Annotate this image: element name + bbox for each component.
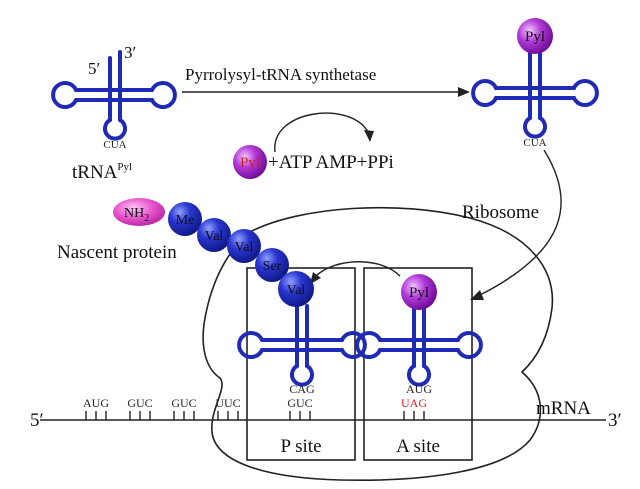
pyl-charged-label: Pyl <box>525 29 545 45</box>
trna-pyl-label: tRNAPyl <box>72 161 132 183</box>
reaction-curve-arrowhead <box>364 130 374 142</box>
peptide-val1-label: Val <box>205 229 224 244</box>
mrna-codon-2: GUC <box>127 396 152 410</box>
peptide-met-label: Me <box>176 213 195 228</box>
reaction-curve-arrow <box>274 112 369 153</box>
translocation-arrow <box>315 261 401 277</box>
mrna-5prime-label: 5′ <box>30 410 44 431</box>
p-site-label: P site <box>281 436 322 457</box>
mrna-codon-3: GUC <box>171 396 196 410</box>
trna-pyl-charged <box>471 50 599 139</box>
peptide-nh2-label: NH2 <box>124 206 149 224</box>
ribosome-label: Ribosome <box>462 202 539 223</box>
synthetase-label: Pyrrolysyl-tRNA synthetase <box>185 65 376 84</box>
mrna-label: mRNA <box>536 398 591 419</box>
a-site-pyl-bead <box>401 274 437 310</box>
p-site-anticodon: CAG <box>289 382 315 396</box>
peptide-val3-label: Val <box>287 283 306 298</box>
peptide-met-bead <box>168 202 202 236</box>
mrna-codon-6-amber: UAG <box>401 396 427 410</box>
mrna-3prime-label: 3′ <box>608 410 622 431</box>
peptide-val3-bead <box>278 271 314 307</box>
a-site-box <box>363 267 473 461</box>
peptide-val2-bead <box>227 229 261 263</box>
translocation-arrowhead <box>310 272 321 284</box>
trna-right-anticodon: CUA <box>523 137 546 149</box>
trna-pyl-free <box>51 50 177 141</box>
synthetase-arrowhead <box>458 87 470 97</box>
a-site-anticodon: AUG <box>406 382 432 396</box>
p-site-box <box>246 267 356 461</box>
mrna-codon-4: UUC <box>215 396 240 410</box>
nascent-protein-label: Nascent protein <box>57 242 177 263</box>
peptide-ser-label: Ser <box>263 259 282 274</box>
delivery-arrowhead <box>470 290 484 300</box>
delivery-arrow <box>477 149 562 297</box>
reaction-text: +ATP AMP+PPi <box>268 152 394 173</box>
pyl-charged-bead <box>517 18 553 54</box>
trna-left-anticodon: CUA <box>103 139 126 151</box>
mrna-codon-ticks <box>85 411 425 420</box>
mrna-codon-5: GUC <box>287 396 312 410</box>
trna-p-site <box>237 304 367 387</box>
ribosome-outline <box>202 206 554 482</box>
pyl-reactant-label: Pyl <box>240 155 260 171</box>
trna-3prime-label: 3′ <box>124 43 136 62</box>
pyl-reactant-bead <box>233 145 267 179</box>
a-site-pyl-label: Pyl <box>409 285 429 301</box>
peptide-val1-bead <box>197 218 231 252</box>
peptide-ser-bead <box>255 248 289 282</box>
mrna-codon-1: AUG <box>83 396 109 410</box>
trna-5prime-label: 5′ <box>88 59 100 78</box>
peptide-nh2-bead <box>113 198 165 226</box>
a-site-label: A site <box>396 436 440 457</box>
trna-a-site <box>355 306 483 387</box>
peptide-val2-label: Val <box>235 240 254 255</box>
